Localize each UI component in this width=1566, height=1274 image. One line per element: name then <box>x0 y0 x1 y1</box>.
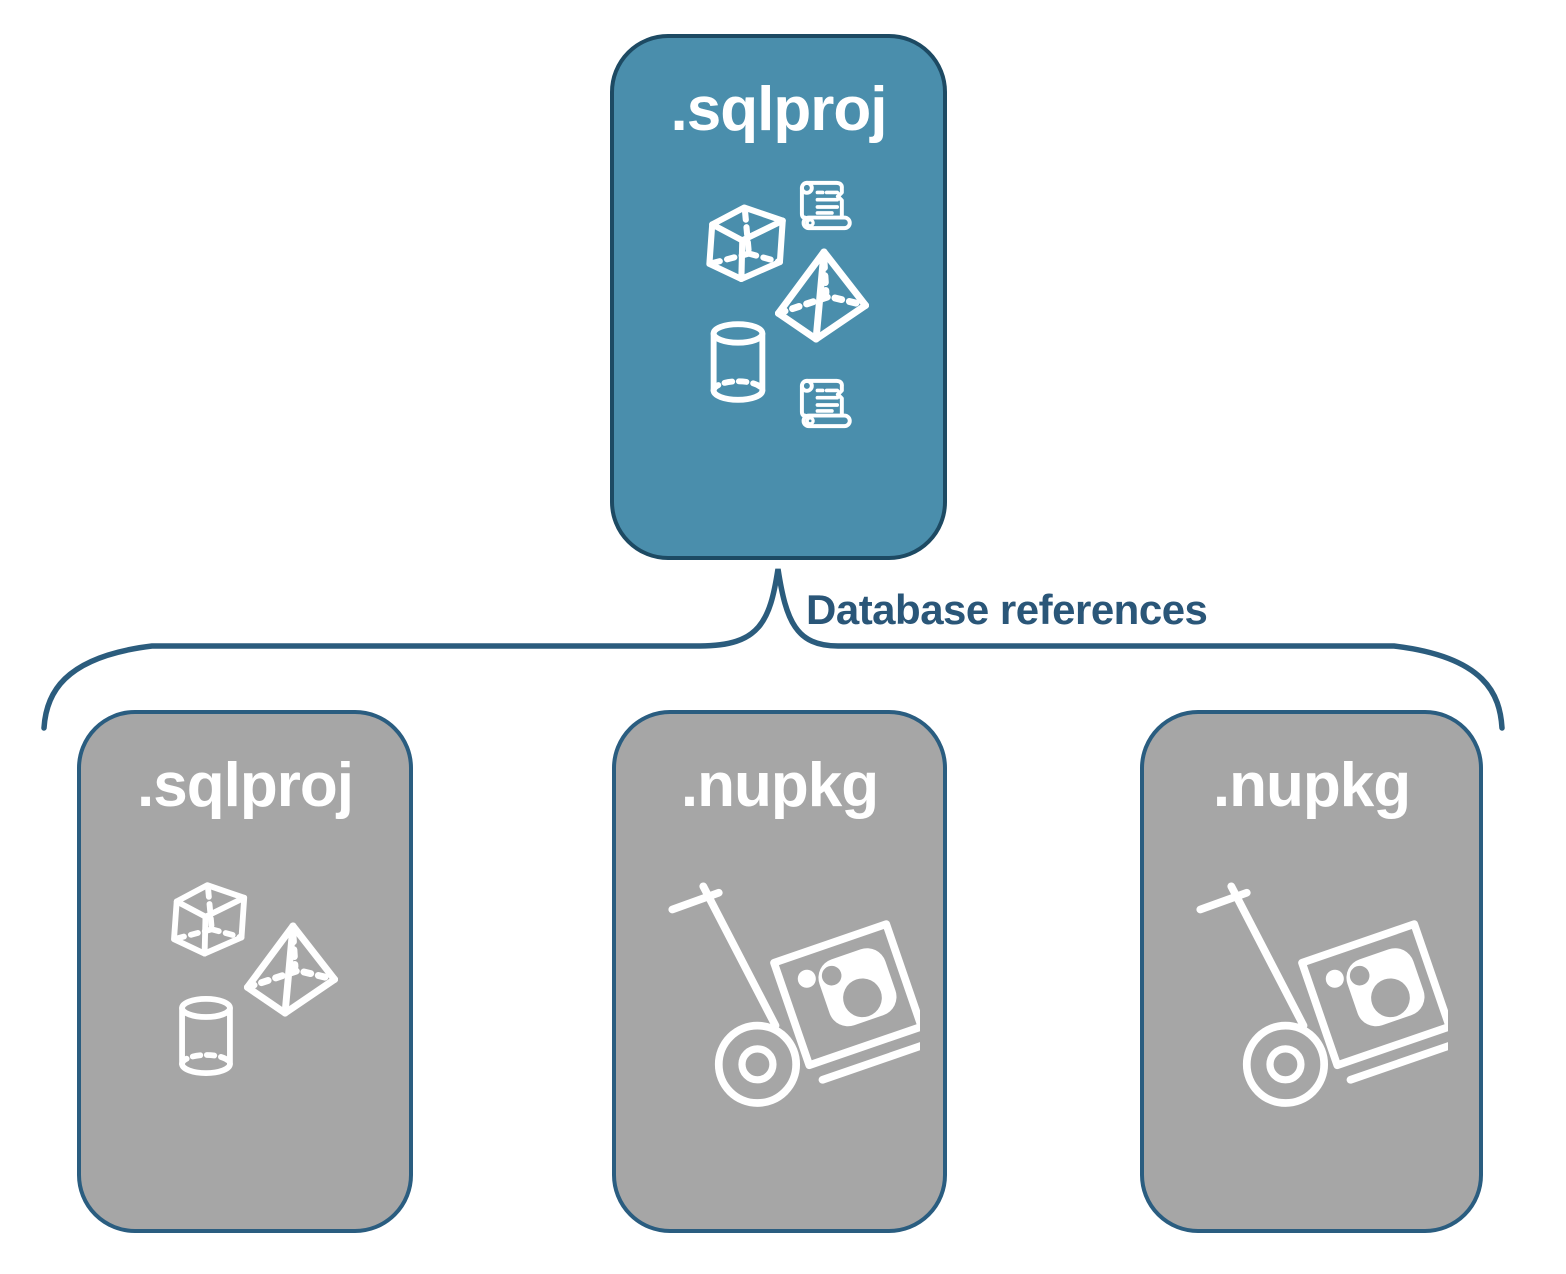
box-label: .nupkg <box>680 751 879 820</box>
child-box-nupkg-2: .nupkg <box>1140 710 1483 1233</box>
box-label: .sqlproj <box>670 75 888 144</box>
scroll-icon <box>793 372 859 438</box>
pyramid-icon <box>770 246 874 345</box>
child-box-sqlproj: .sqlproj <box>77 710 413 1233</box>
parent-box-sqlproj: .sqlproj <box>610 34 947 560</box>
pyramid-icon <box>239 920 343 1019</box>
box-label: .nupkg <box>1212 751 1411 820</box>
connector-label: Database references <box>806 586 1208 633</box>
brace-connector <box>41 568 1505 731</box>
box-label: .sqlproj <box>137 751 354 820</box>
cylinder-icon <box>173 994 239 1078</box>
package-dolly-icon <box>1190 870 1448 1140</box>
package-dolly-icon <box>662 870 920 1140</box>
child-box-nupkg-1: .nupkg <box>612 710 947 1233</box>
cylinder-icon <box>704 320 772 404</box>
scroll-icon <box>793 174 859 240</box>
